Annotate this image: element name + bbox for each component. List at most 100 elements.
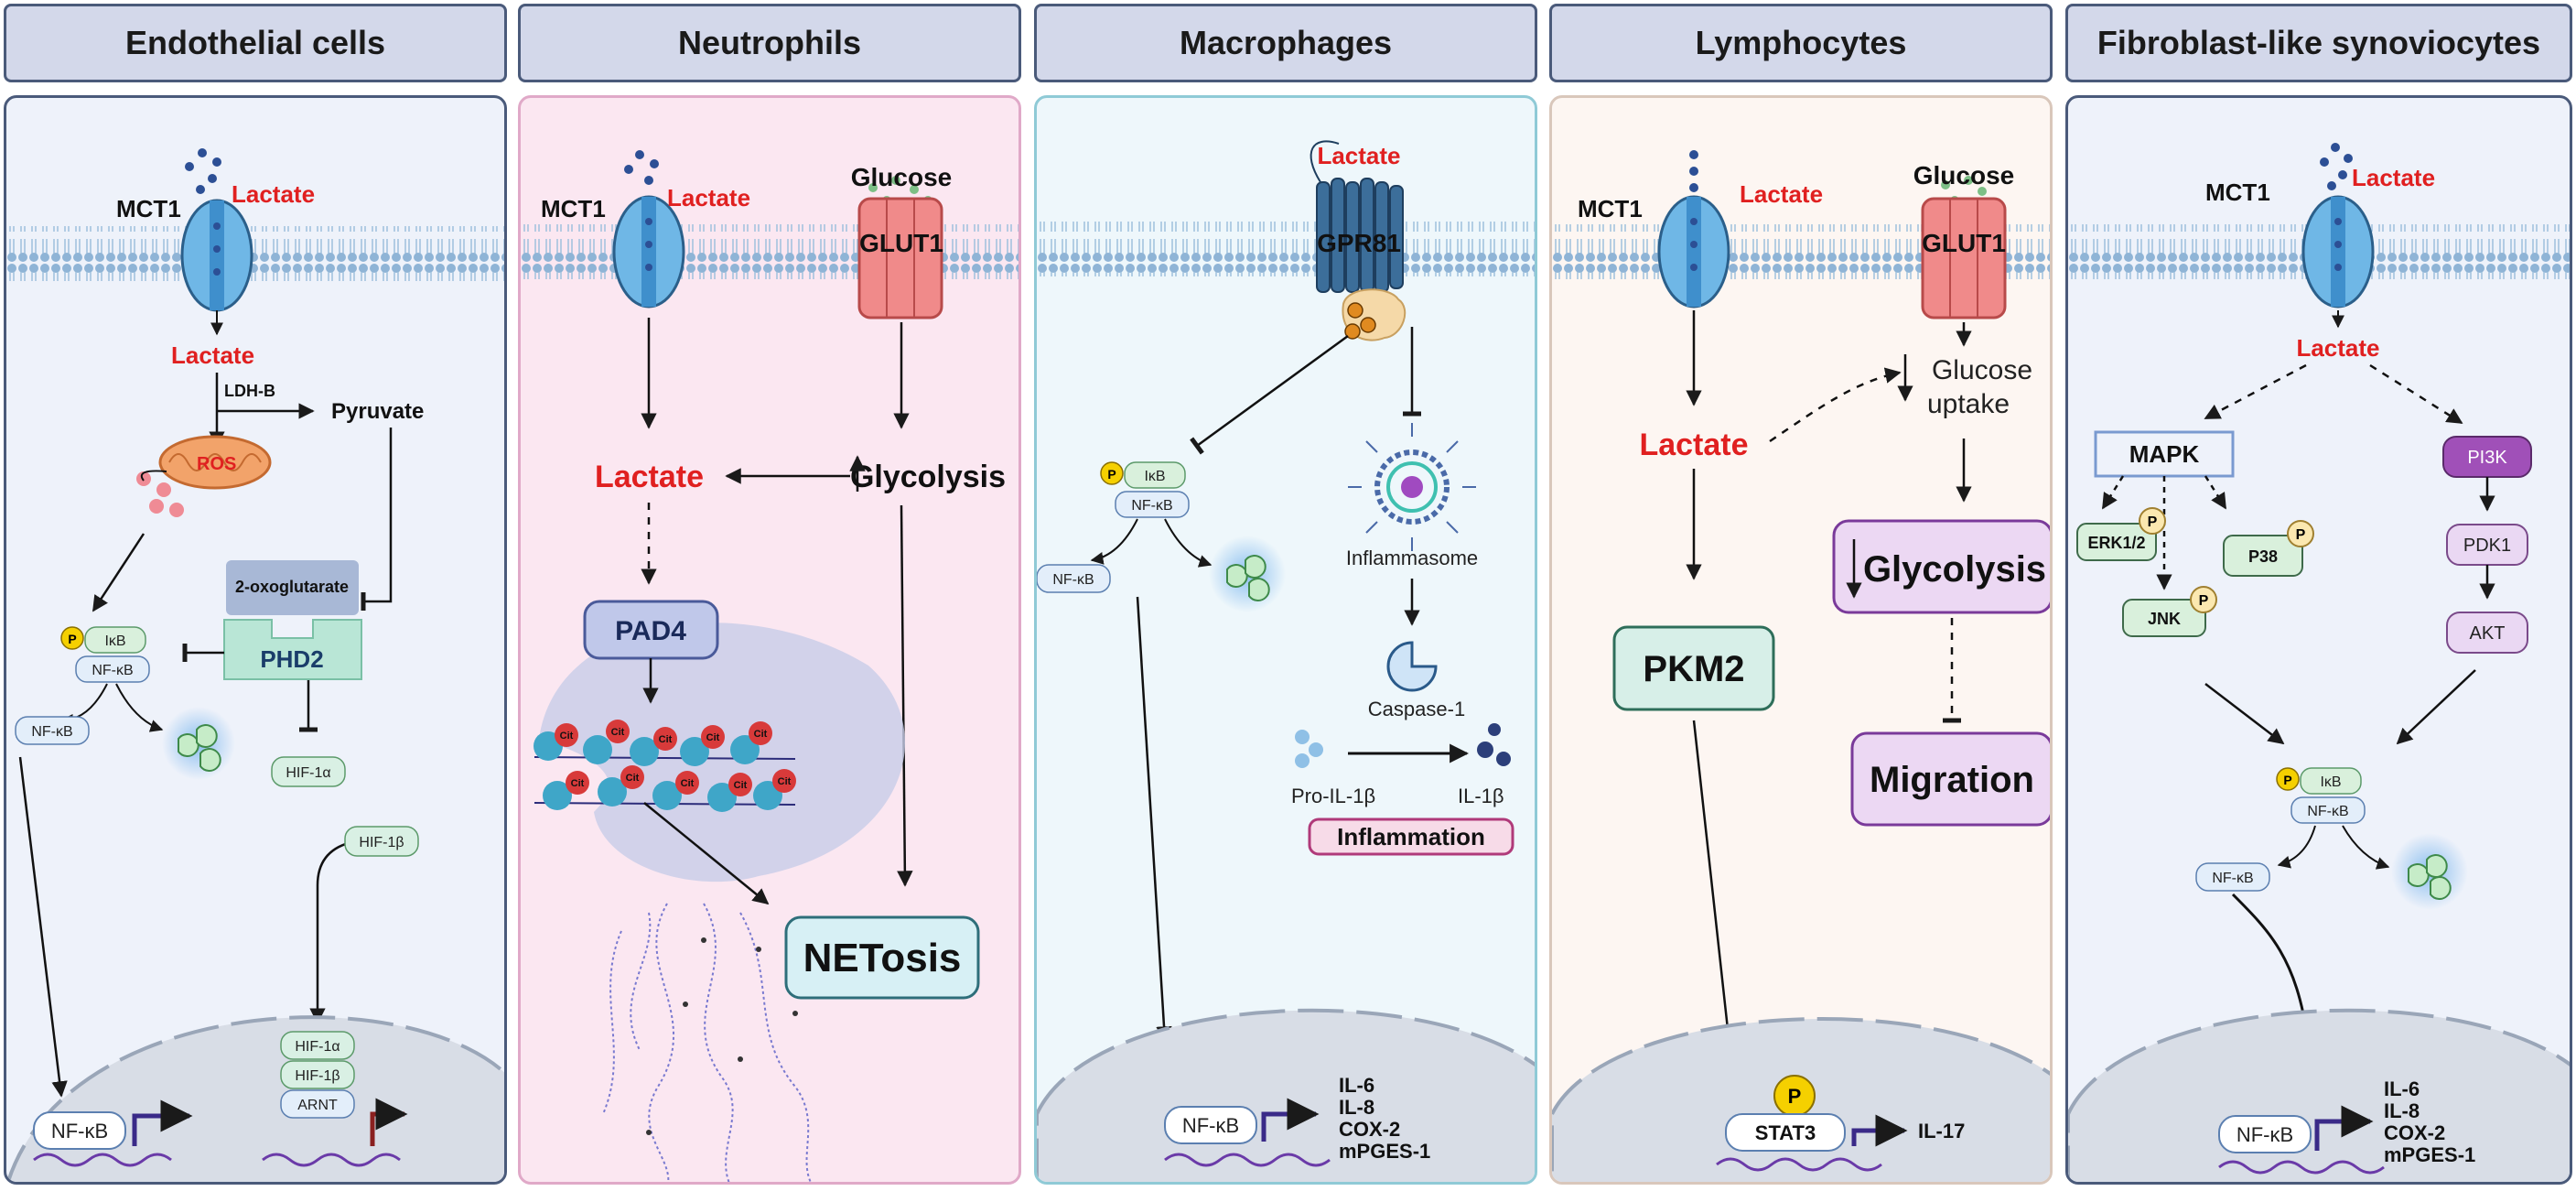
transporter-icon [1657, 195, 1730, 309]
svg-text:mPGES-1: mPGES-1 [2384, 1143, 2475, 1166]
p-label: P [68, 632, 76, 646]
panel-macrophages: Lactate GPR81 Inflammasome Caspase-1 Pro… [1034, 95, 1537, 1185]
phd2-complex: 2-oxoglutarate PHD2 [223, 560, 362, 680]
svg-text:P: P [2283, 773, 2291, 787]
svg-text:Cit: Cit [734, 780, 748, 791]
lactate-label: Lactate [1740, 180, 1823, 208]
nucleus-icon [6, 1015, 504, 1182]
nucleus-icon [1037, 1008, 1535, 1182]
lactate-label: Lactate [2352, 164, 2435, 191]
lactate-inside: Lactate [595, 460, 704, 494]
p-label: P [1788, 1085, 1802, 1108]
il17-label: IL-17 [1918, 1120, 1965, 1142]
glut1-icon [1921, 197, 2007, 319]
glut1-label: GLUT1 [1922, 229, 2006, 257]
panel-lymphocytes: MCT1 Lactate Glucose GLUT1 Lactate Gluco… [1549, 95, 2053, 1185]
svg-text:IL-6: IL-6 [2384, 1077, 2420, 1100]
nfkb-free: NF-κB [31, 724, 72, 740]
ikb-nfkb-complex: P IκB NF-κB [1100, 461, 1190, 518]
svg-text:Cit: Cit [571, 778, 585, 789]
svg-text:P: P [2296, 527, 2306, 543]
lactate-label: Lactate [232, 180, 315, 208]
il1b-label: IL-1β [1458, 785, 1504, 807]
lactate-label: Lactate [1317, 142, 1400, 169]
transporter-icon [612, 195, 685, 309]
svg-text:Cit: Cit [706, 732, 720, 743]
mapk-label: MAPK [2129, 440, 2200, 468]
panel-neutrophils: MCT1 Lactate Glucose GLUT1 Lactate Glyco… [518, 95, 1021, 1185]
oxoglutarate-label: 2-oxoglutarate [235, 578, 349, 596]
glut1-label: GLUT1 [859, 229, 943, 257]
pi3k-label: PI3K [2467, 448, 2507, 468]
svg-text:HIF-1β: HIF-1β [295, 1068, 340, 1084]
netosis-label: NETosis [803, 936, 962, 980]
ros-dots [136, 471, 184, 517]
erk-label: ERK1/2 [2087, 534, 2145, 552]
nucleus-icon [2068, 1008, 2570, 1182]
glucose-label: Glucose [851, 163, 952, 191]
svg-text:P: P [2148, 514, 2158, 530]
jnk-label: JNK [2148, 610, 2181, 628]
ikb-label: IκB [104, 633, 125, 649]
pdk1-label: PDK1 [2463, 536, 2511, 556]
nucleus-nfkb: NF-κB [1182, 1114, 1239, 1137]
svg-text:Cit: Cit [611, 727, 625, 738]
nfkb-free: NF-κB [1052, 572, 1094, 588]
glycolysis-label: Glycolysis [850, 460, 1006, 494]
header-endothelial: Endothelial cells [4, 4, 507, 82]
nucleus-nfkb: NF-κB [51, 1120, 108, 1142]
lactate-dots [185, 148, 221, 194]
p38-label: P38 [2248, 547, 2278, 566]
header-lymphocytes: Lymphocytes [1549, 4, 2053, 82]
lactate-label: Lactate [667, 184, 750, 211]
net-fibers [602, 903, 812, 1182]
svg-text:Cit: Cit [754, 729, 768, 740]
svg-text:Cit: Cit [659, 734, 673, 745]
svg-text:ARNT: ARNT [297, 1098, 338, 1113]
hif1a-label: HIF-1α [286, 765, 330, 781]
chromatin-cloud [539, 623, 905, 882]
mct1-label: MCT1 [1578, 195, 1643, 222]
transporter-icon [180, 199, 253, 312]
dna-icon [262, 1153, 401, 1167]
nfkb-label: NF-κB [92, 663, 133, 678]
hif1b-label: HIF-1β [359, 835, 404, 850]
gpr81-label: GPR81 [1317, 229, 1401, 257]
nucleus-hif-complex: HIF-1α HIF-1β ARNT [280, 1031, 355, 1119]
caspase-label: Caspase-1 [1368, 698, 1465, 720]
mitochondrion-icon [158, 435, 272, 490]
glucose-uptake-label-2: uptake [1927, 389, 2010, 419]
svg-text:HIF-1α: HIF-1α [295, 1039, 340, 1055]
lactate-inside: Lactate [1639, 428, 1748, 462]
proteasome-icon [178, 724, 221, 772]
inflammasome-icon [1348, 423, 1476, 551]
svg-text:IL-8: IL-8 [2384, 1099, 2420, 1122]
svg-text:Cit: Cit [778, 776, 792, 787]
svg-text:COX-2: COX-2 [2384, 1121, 2445, 1144]
svg-text:Cit: Cit [626, 773, 640, 784]
nucleus-nfkb: NF-κB [2236, 1123, 2293, 1146]
mct1-label: MCT1 [116, 195, 181, 222]
lactate-inside: Lactate [2296, 334, 2379, 362]
ikb-nfkb-complex: P IκB NF-κB [60, 626, 150, 683]
panel-endothelial: MCT1 Lactate Lactate LDH-B Pyruvate ROS … [4, 95, 507, 1185]
pad4-label: PAD4 [615, 616, 686, 646]
mct1-label: MCT1 [541, 195, 606, 222]
panel-fibroblast: MCT1 Lactate Lactate MAPK PI3K ERK1/2 P … [2065, 95, 2572, 1185]
svg-text:mPGES-1: mPGES-1 [1339, 1140, 1430, 1163]
glucose-label: Glucose [1913, 161, 2014, 189]
inflammation-label: Inflammation [1337, 823, 1485, 850]
ikb-nfkb-complex: P IκB NF-κB [2276, 767, 2366, 824]
akt-label: AKT [2470, 623, 2506, 644]
transporter-icon [2301, 195, 2375, 309]
glucose-uptake-label: Glucose [1932, 355, 2032, 385]
svg-text:IL-6: IL-6 [1339, 1074, 1374, 1097]
header-macrophages: Macrophages [1034, 4, 1537, 82]
lactate-inside: Lactate [171, 341, 254, 369]
pkm2-label: PKM2 [1643, 649, 1744, 689]
nfkb-free: NF-κB [2212, 871, 2253, 886]
ros-label: ROS [197, 454, 236, 474]
svg-text:Cit: Cit [560, 731, 574, 742]
pyruvate-label: Pyruvate [331, 399, 424, 424]
